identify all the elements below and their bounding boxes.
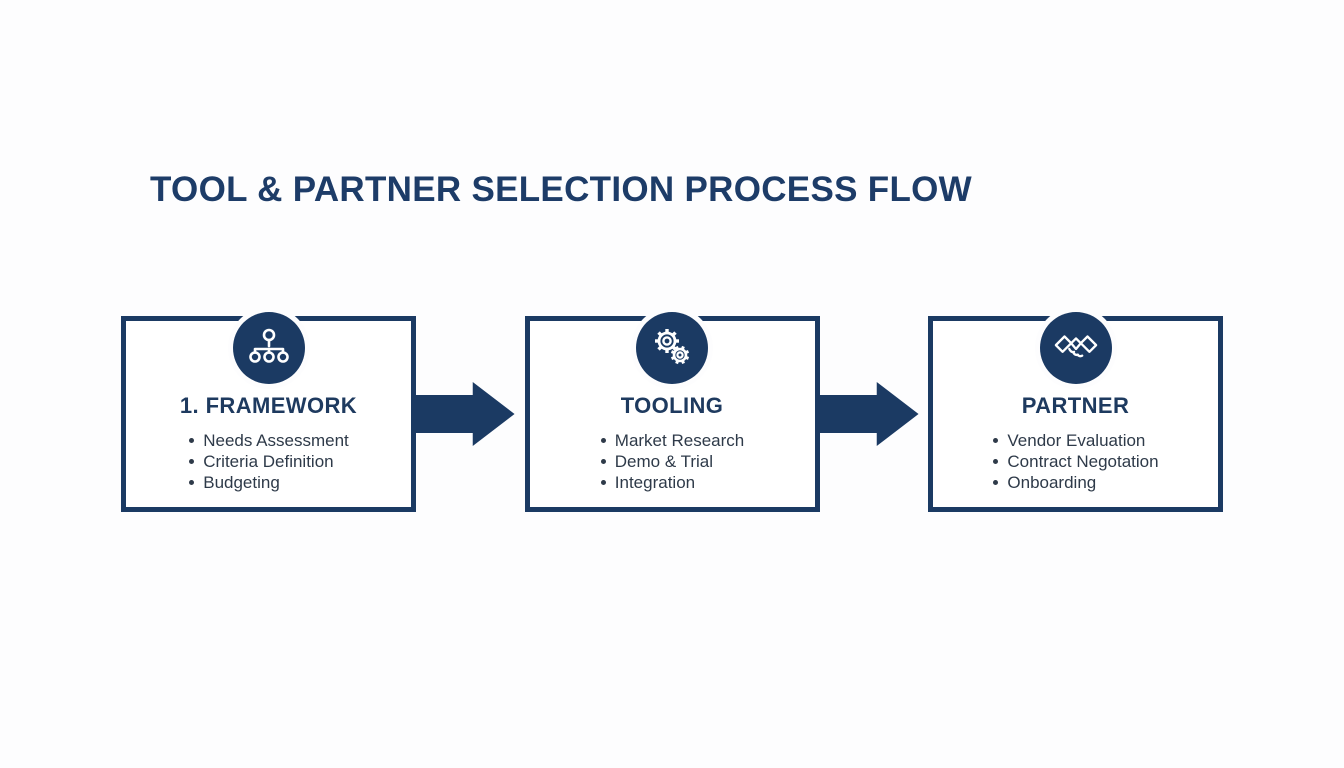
- step-bullets-framework: Needs Assessment Criteria Definition Bud…: [188, 430, 349, 493]
- process-flow-row: 1. FRAMEWORK Needs Assessment Criteria D…: [121, 312, 1223, 512]
- step-title-framework: 1. FRAMEWORK: [179, 393, 358, 418]
- bullet-item: Budgeting: [188, 472, 349, 493]
- bullet-item: Contract Negotation: [992, 451, 1159, 472]
- arrow-right-icon: [416, 382, 515, 446]
- bullet-item: Market Research: [600, 430, 744, 451]
- step-bullets-partner: Vendor Evaluation Contract Negotation On…: [992, 430, 1159, 493]
- step-title-partner: PARTNER: [1021, 393, 1130, 418]
- connector-arrow-1: [416, 381, 525, 447]
- bullet-item: Vendor Evaluation: [992, 430, 1158, 451]
- tooling-icon-badge: [636, 312, 708, 384]
- step-card-tooling: TOOLING Market Research Demo & Trial Int…: [524, 312, 820, 512]
- handshake-icon: [1054, 335, 1097, 358]
- bullet-item: Onboarding: [992, 472, 1158, 493]
- framework-icon-badge: [232, 312, 305, 384]
- bullet-item: Demo & Trial: [600, 451, 744, 472]
- step-card-partner: PARTNER Vendor Evaluation Contract Negot…: [928, 312, 1223, 512]
- bullet-item: Criteria Definition: [188, 451, 349, 472]
- connector-arrow-2: [819, 381, 929, 447]
- bullet-item: Needs Assessment: [188, 430, 349, 451]
- page-title: TOOL & PARTNER SELECTION PROCESS FLOW: [150, 170, 972, 209]
- partner-icon-badge: [1039, 312, 1112, 384]
- bullet-item: Integration: [600, 472, 744, 493]
- step-title-tooling: TOOLING: [620, 393, 724, 418]
- step-card-framework: 1. FRAMEWORK Needs Assessment Criteria D…: [121, 312, 416, 512]
- arrow-right-icon: [819, 382, 919, 446]
- step-bullets-tooling: Market Research Demo & Trial Integration: [600, 430, 744, 493]
- hierarchy-icon: [248, 328, 289, 363]
- gears-icon: [655, 329, 690, 365]
